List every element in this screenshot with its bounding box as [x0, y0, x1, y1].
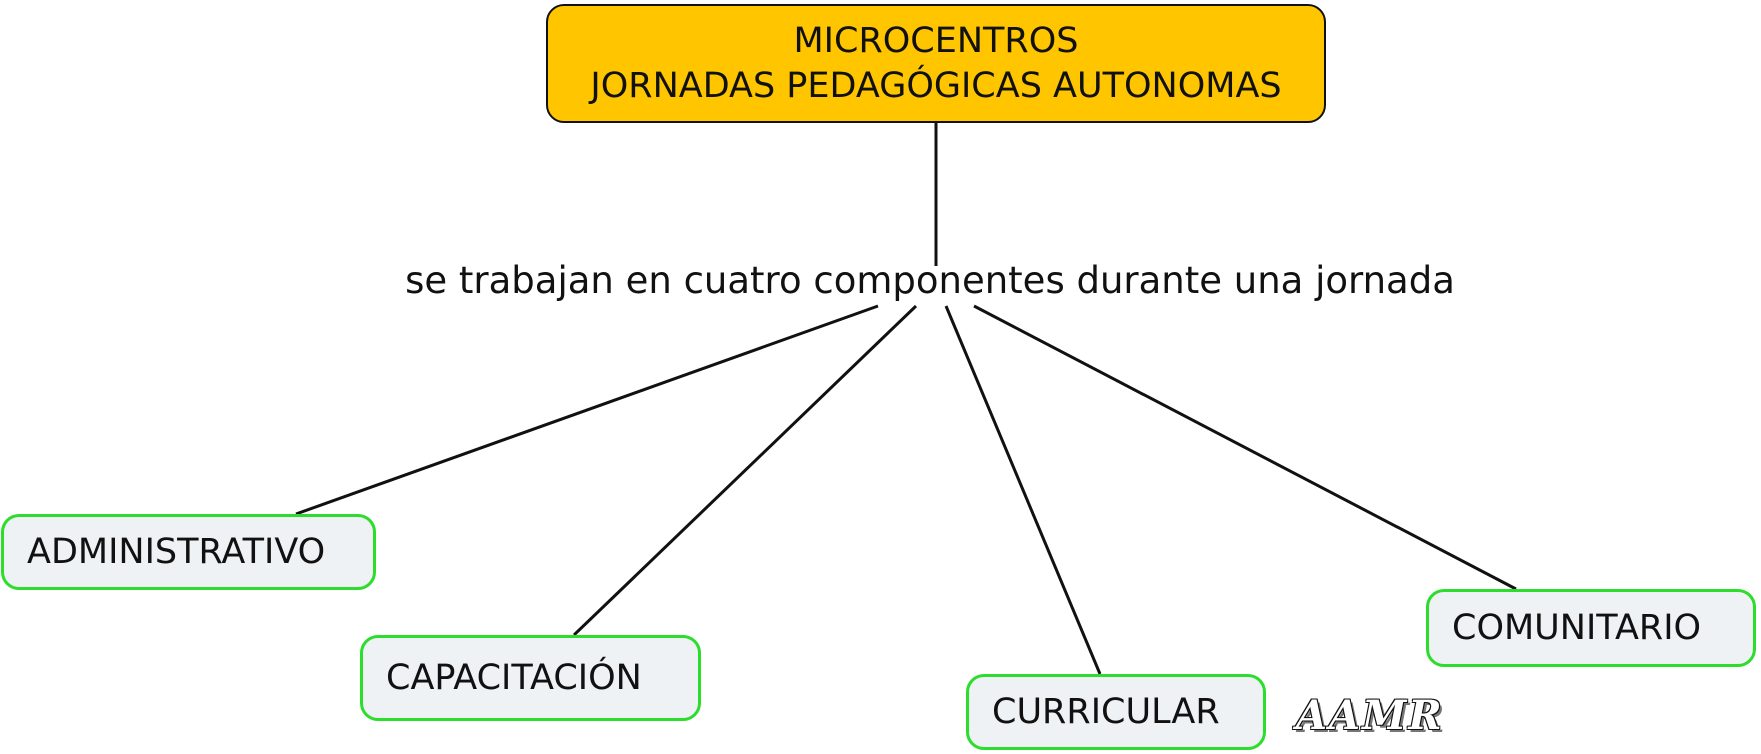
concept-label: ADMINISTRATIVO	[27, 532, 326, 572]
concept-label: COMUNITARIO	[1452, 608, 1702, 648]
connector-phrase-to-capacitacion	[572, 304, 918, 637]
linking-phrase: se trabajan en cuatro componentes durant…	[405, 259, 1455, 302]
root-title-line-1: MICROCENTROS	[793, 20, 1079, 61]
concept-label: CAPACITACIÓN	[386, 658, 642, 698]
author-signature: AAMR	[1296, 692, 1444, 739]
connector-phrase-to-administrativo	[295, 304, 879, 516]
concept-node-administrativo: ADMINISTRATIVO	[1, 514, 376, 590]
concept-node-curricular: CURRICULAR	[966, 674, 1266, 750]
connector-phrase-to-comunitario	[973, 304, 1517, 591]
concept-node-capacitacion: CAPACITACIÓN	[360, 635, 701, 721]
connector-phrase-to-curricular	[944, 305, 1102, 675]
concept-node-comunitario: COMUNITARIO	[1426, 589, 1756, 667]
root-title-line-2: JORNADAS PEDAGÓGICAS AUTONOMAS	[590, 65, 1282, 106]
root-concept-node: MICROCENTROS JORNADAS PEDAGÓGICAS AUTONO…	[546, 4, 1326, 123]
concept-label: CURRICULAR	[992, 692, 1220, 732]
